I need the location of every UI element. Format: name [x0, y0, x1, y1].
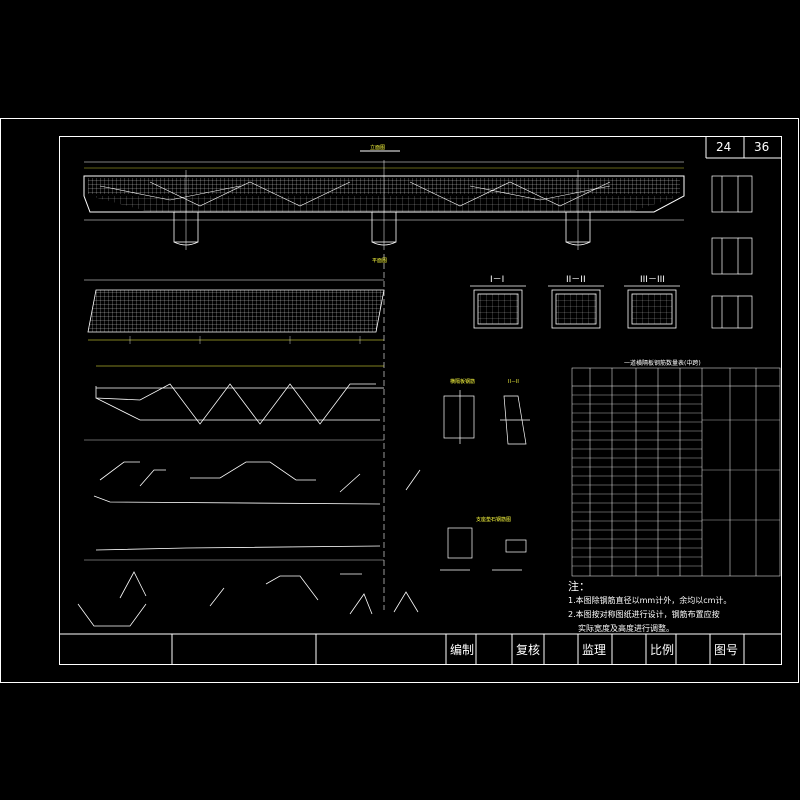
side-details	[711, 175, 753, 329]
section-2-title: II－II	[566, 275, 586, 285]
cross-sections	[470, 285, 680, 329]
note-line-1: 1.本图除钢筋直径以mm计外，余均以cm计。	[568, 596, 732, 605]
notes-title: 注：	[568, 580, 590, 593]
rebar-shapes-row2	[77, 545, 419, 627]
detail1-title: 横隔板钢筋	[450, 379, 476, 385]
elevation-view	[83, 150, 685, 250]
rebar-detail-main	[95, 365, 384, 425]
detail3-title: 支座垫石钢筋图	[476, 517, 512, 523]
title-block-checked: 复核	[516, 643, 541, 657]
title-block-scale: 比例	[650, 643, 675, 657]
rebar-table-title: 一道横隔板钢筋数量表(中跨)	[624, 360, 701, 367]
title-block	[60, 633, 781, 664]
page-number: 24	[716, 140, 732, 154]
outer-frame	[0, 118, 799, 683]
section-3-title: III－III	[640, 275, 665, 285]
rebar-table-rows	[572, 394, 780, 567]
plan-title: 平面图	[372, 258, 388, 264]
notes: 注： 1.本图除钢筋直径以mm计外，余均以cm计。 2.本图按对称图纸进行设计，…	[568, 580, 731, 636]
detail-drawings	[440, 390, 530, 571]
rebar-shapes-row1	[84, 439, 421, 505]
note-line-3: 实际宽度及高度进行调整。	[578, 624, 674, 633]
title-block-supervised: 监理	[582, 643, 607, 657]
total-pages: 36	[754, 140, 770, 154]
section-1-title: I－I	[490, 275, 505, 285]
page-number-box	[705, 136, 781, 159]
rebar-table	[571, 367, 781, 577]
note-line-2: 2.本图按对称图纸进行设计，钢筋布置应按	[568, 610, 720, 619]
inner-frame	[59, 136, 782, 665]
elevation-title: 立面图	[370, 145, 386, 151]
title-block-drawing-no: 图号	[714, 643, 739, 657]
detail2-title: II－II	[508, 379, 519, 385]
plan-view	[84, 279, 385, 344]
title-block-designed: 编制	[450, 643, 475, 657]
